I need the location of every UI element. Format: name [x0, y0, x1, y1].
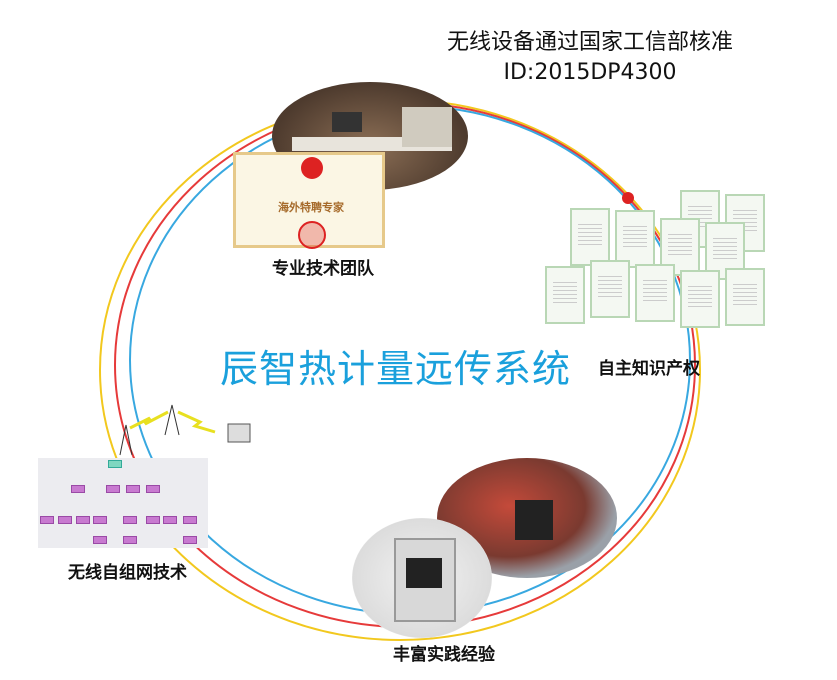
approval-id: ID:2015DP4300 [503, 60, 677, 85]
certificate-text: 海外特聘专家 [278, 201, 344, 214]
control-cabinet-photo [352, 518, 492, 638]
wireless-towers [119, 404, 251, 456]
expert-certificate: 海外特聘专家 [233, 152, 385, 249]
signal-icon [129, 410, 169, 430]
network-topology [38, 458, 208, 548]
meter-installation-photo [437, 458, 617, 578]
label-experience: 丰富实践经验 [393, 645, 495, 665]
label-wireless: 无线自组网技术 [68, 563, 187, 583]
system-title: 辰智热计量远传系统 [220, 347, 572, 391]
logo-icon [301, 157, 323, 179]
seal-icon [298, 221, 326, 249]
patent-certificates [540, 188, 770, 338]
approval-header: 无线设备通过国家工信部核准 ID:2015DP4300 [400, 28, 780, 88]
label-ip: 自主知识产权 [598, 359, 700, 379]
label-team: 专业技术团队 [272, 259, 374, 279]
computer-icon [227, 423, 251, 443]
approval-text: 无线设备通过国家工信部核准 [446, 30, 733, 55]
